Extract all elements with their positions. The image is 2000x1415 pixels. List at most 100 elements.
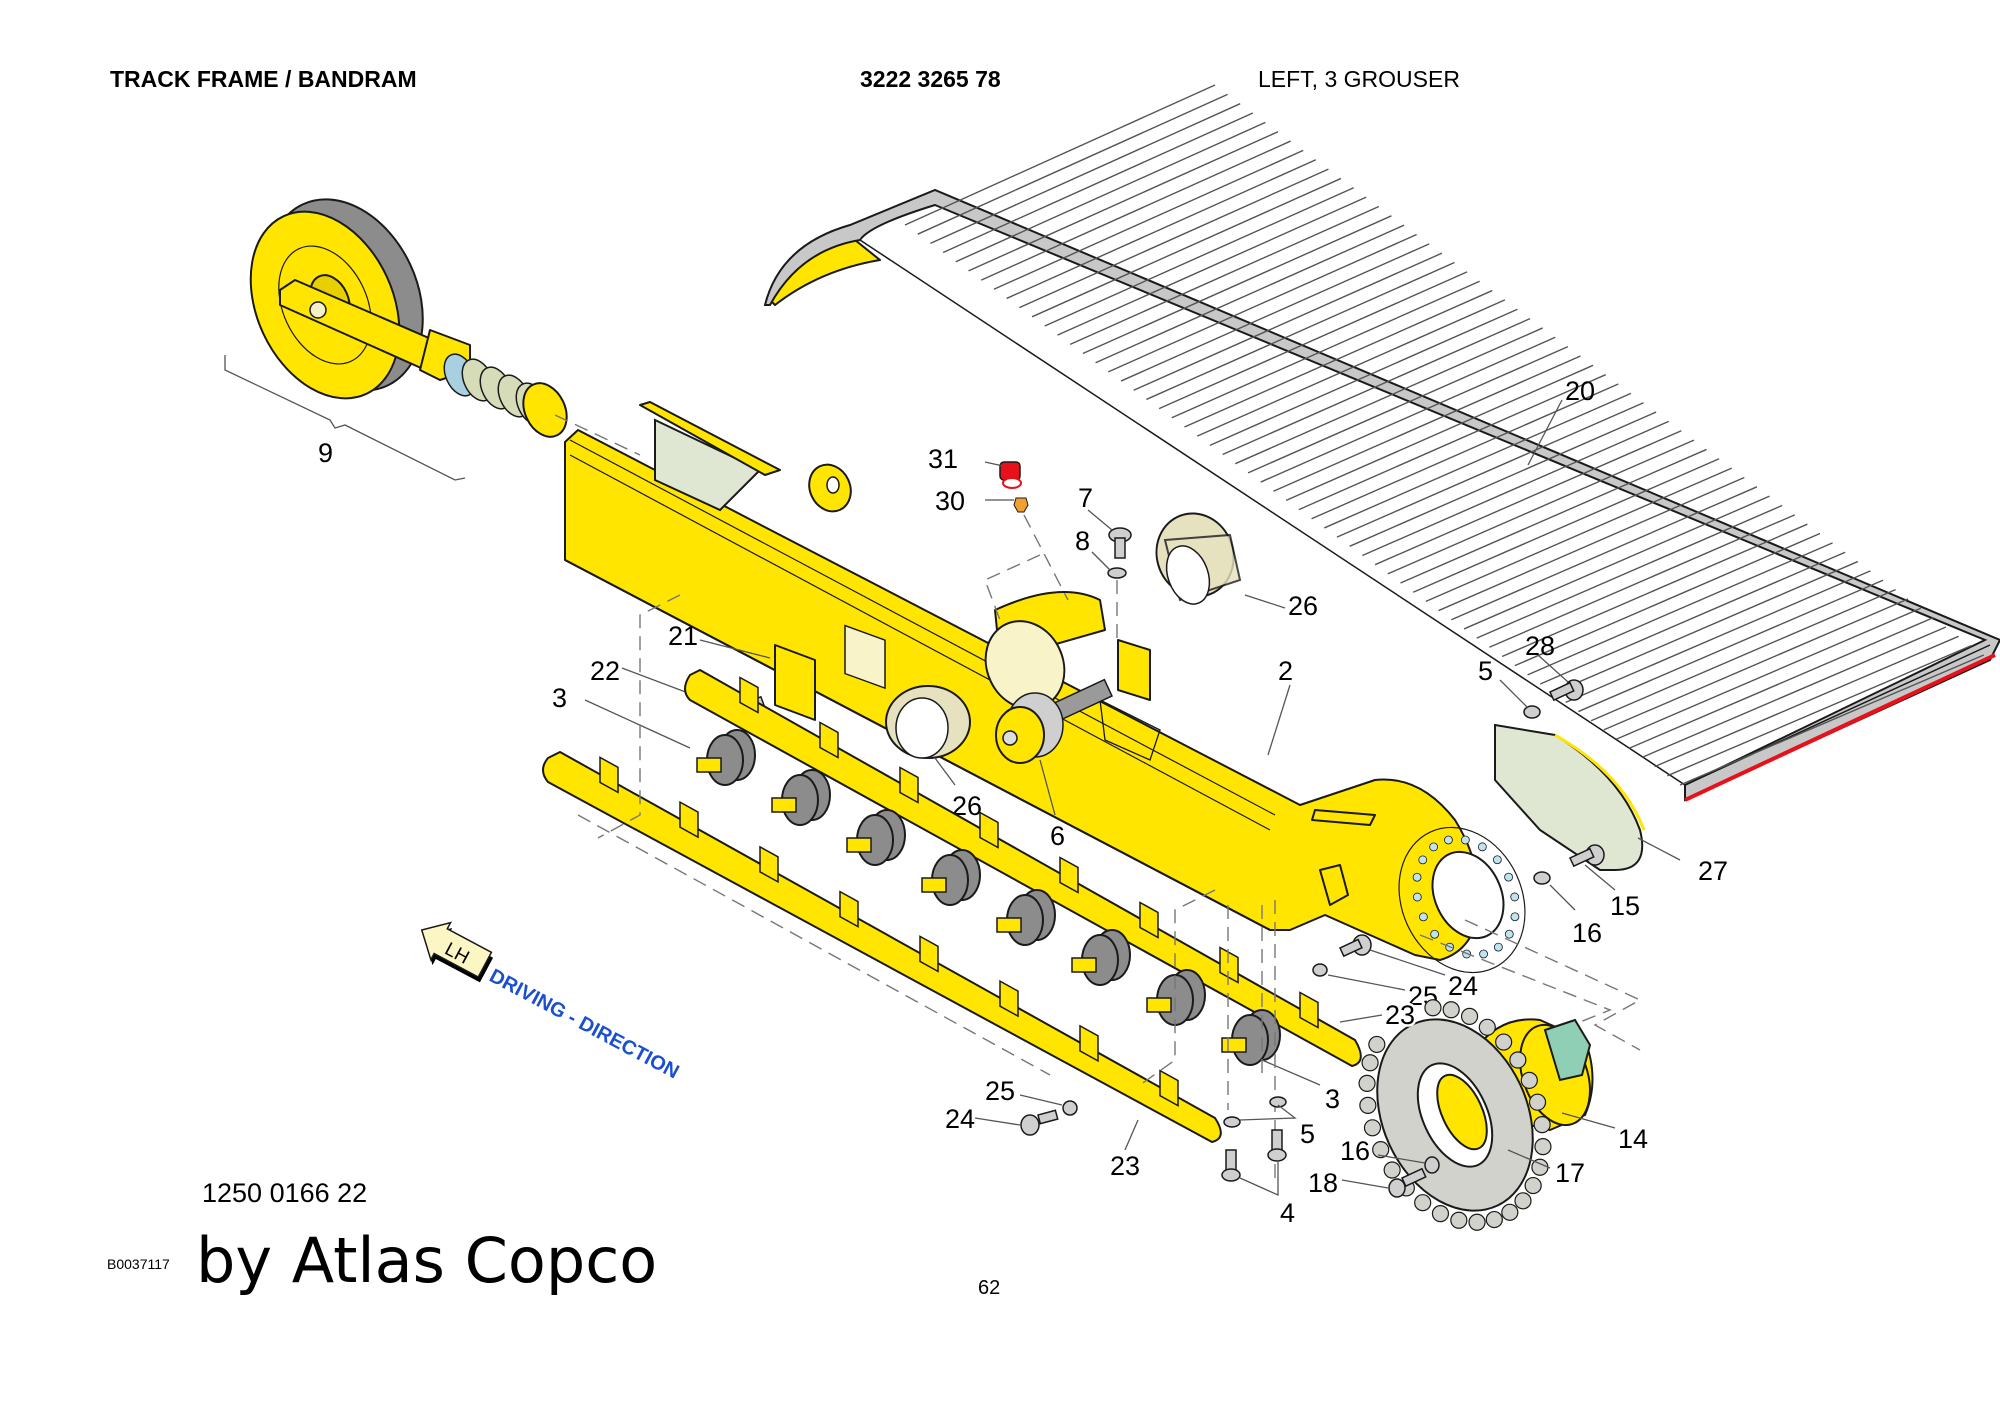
track-grouser: [1362, 420, 1669, 557]
screw-28: [1549, 679, 1584, 702]
callout-22: 22: [590, 656, 620, 686]
callout-4: 4: [1280, 1198, 1295, 1228]
sprocket-tooth: [1533, 1116, 1551, 1134]
hub-bolt-hole: [1477, 842, 1487, 852]
track-grouser: [1539, 551, 1846, 685]
track-grouser: [1590, 588, 1896, 722]
callout-14: 14: [1618, 1124, 1648, 1154]
sprocket-tooth: [1424, 999, 1442, 1017]
callout-24-right: 24: [1448, 971, 1478, 1001]
rail-notch: [899, 766, 919, 804]
roller-bracket: [1221, 1037, 1247, 1053]
hub-bolt-hole: [1419, 912, 1428, 922]
track-grouser: [1285, 364, 1594, 502]
rail-notch: [839, 890, 859, 928]
track-grouser: [1641, 626, 1947, 759]
grease-nipple: [1013, 497, 1029, 513]
roller-bracket: [921, 877, 947, 893]
rail-notch: [1159, 1069, 1179, 1107]
callout-23-lower: 23: [1110, 1151, 1140, 1181]
callout-9: 9: [318, 438, 333, 468]
track-grouser: [1527, 542, 1833, 676]
track-grouser: [1501, 523, 1808, 658]
roller-bracket: [1071, 957, 1097, 973]
track-grouser: [1323, 392, 1632, 529]
rail-notch: [1219, 946, 1239, 984]
page-number: 62: [978, 1277, 1001, 1299]
track-grouser: [993, 149, 1304, 290]
bolt-7: [1108, 527, 1132, 559]
hub-bolt-hole: [1492, 855, 1502, 865]
track-grouser: [980, 140, 1291, 281]
sprocket-17: [1358, 999, 1552, 1231]
track-grouser: [1679, 654, 1985, 786]
track-grouser: [1107, 233, 1417, 373]
track-grouser: [1552, 560, 1859, 694]
track-grouser: [1565, 570, 1871, 704]
direction-label: DRIVING - DIRECTION: [486, 965, 683, 1084]
track-grouser: [1400, 448, 1707, 584]
track-grouser: [1412, 458, 1720, 593]
rail-notch: [759, 845, 779, 884]
track-grouser: [1158, 271, 1468, 410]
callout-3-lower: 3: [1325, 1084, 1340, 1114]
track-grouser: [930, 103, 1241, 244]
callout-7: 7: [1078, 483, 1093, 513]
bushing-lower: [885, 685, 971, 759]
rail-notch: [1299, 991, 1319, 1029]
sprocket-tooth: [1478, 1018, 1496, 1036]
reference-number: 1250 0166 22: [202, 1178, 368, 1208]
track-grouser: [1298, 374, 1606, 511]
track-grouser: [1133, 252, 1443, 391]
callout-15: 15: [1610, 891, 1640, 921]
brand-text: by Atlas Copco: [196, 1224, 658, 1297]
driving-direction-indicator: LH DRIVING - DIRECTION: [420, 921, 683, 1084]
roller-bracket: [846, 837, 872, 853]
washer-25-left: [1062, 1100, 1078, 1116]
track-grouser: [1247, 336, 1556, 474]
rail-notch: [599, 756, 619, 794]
track-grouser: [968, 131, 1279, 272]
guide-rail-lower: [542, 751, 1222, 1143]
track-grouser: [917, 93, 1228, 235]
track-grouser: [1654, 635, 1959, 768]
cover-plate-27: [1494, 723, 1646, 871]
sprocket-teeth: [1358, 999, 1552, 1231]
roller-bracket: [1146, 997, 1172, 1013]
sprocket-tooth: [1359, 1096, 1377, 1114]
track-grouser: [904, 84, 1216, 226]
track-grouser: [1006, 159, 1317, 300]
bolt-18: [1388, 1167, 1427, 1198]
track-rollers: [696, 729, 1281, 1066]
callout-21: 21: [668, 621, 698, 651]
track-grouser: [1514, 532, 1821, 667]
callout-30: 30: [935, 486, 965, 516]
grease-cap: [999, 461, 1022, 489]
sprocket-tooth: [1363, 1119, 1382, 1137]
track-grouser: [1311, 383, 1619, 520]
track-grouser: [1146, 261, 1455, 401]
sprocket-tooth: [1361, 1054, 1379, 1072]
callout-16-sprocket: 16: [1340, 1136, 1370, 1166]
track-grouser: [1438, 476, 1745, 612]
track-grouser: [1260, 345, 1569, 483]
track-grouser: [1476, 504, 1783, 639]
sprocket-tooth: [1372, 1141, 1390, 1159]
hub-bolt-holes: [1412, 835, 1520, 959]
washer-16-sprocket: [1424, 1156, 1440, 1174]
hub-bolt-hole: [1460, 835, 1470, 845]
track-grouser: [1120, 243, 1430, 382]
track-frame: [564, 401, 1526, 974]
hub-bolt-hole: [1504, 929, 1514, 939]
callout-25-left: 25: [985, 1076, 1015, 1106]
track-grouser: [1069, 205, 1380, 345]
hub-bolt-hole: [1412, 872, 1422, 882]
bolt-15: [1569, 844, 1605, 868]
hub-bolt-hole: [1510, 912, 1520, 922]
track-grouser: [1349, 411, 1657, 547]
track-grouser: [1095, 224, 1405, 364]
variant-label: LEFT, 3 GROUSER: [1258, 66, 1460, 92]
track-grouser: [1628, 616, 1934, 749]
sprocket-tooth: [1495, 1033, 1513, 1051]
roller-bracket: [996, 917, 1022, 933]
